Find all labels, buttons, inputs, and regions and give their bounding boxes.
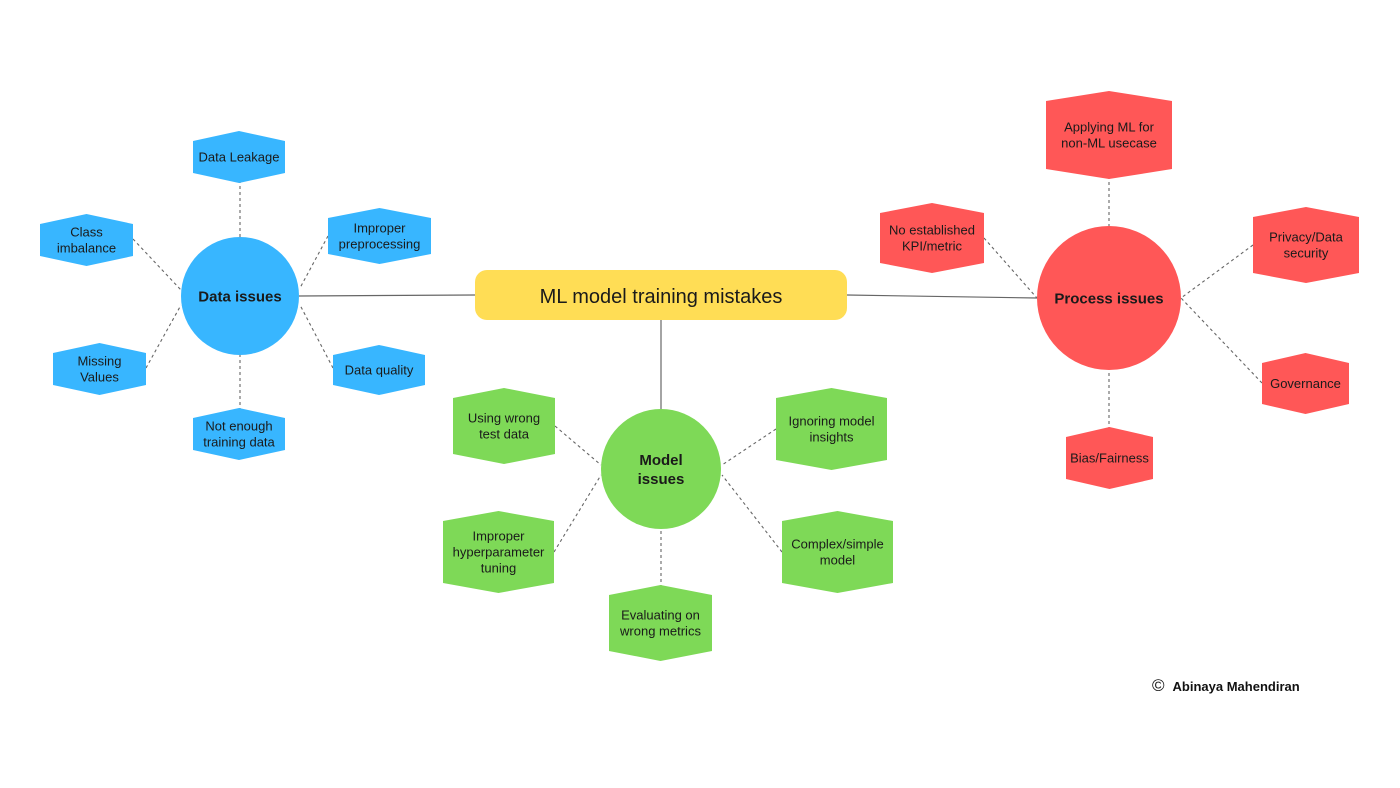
title-to-process-issues-line <box>846 294 1038 299</box>
improper-preprocessing-connector <box>299 235 329 289</box>
data-issues-hub <box>181 237 299 355</box>
bias-fairness-label: Bias/Fairness <box>1070 451 1149 466</box>
data-leakage-label: Data Leakage <box>199 150 280 165</box>
data-quality-label: Data quality <box>345 363 414 378</box>
governance-node <box>1262 353 1349 414</box>
ignoring-model-insights-node <box>776 388 887 470</box>
governance-label: Governance <box>1270 376 1341 391</box>
model-issues-hub <box>601 409 721 529</box>
author-name: Abinaya Mahendiran <box>1172 678 1300 694</box>
complex-simple-model-connector <box>721 474 783 553</box>
process-issues-hub <box>1037 226 1181 370</box>
data-quality-node <box>333 345 425 395</box>
privacy-data-security-connector <box>1180 244 1254 299</box>
evaluating-on-wrong-metrics-node <box>609 585 712 661</box>
not-enough-training-data-node <box>193 408 285 460</box>
improper-preprocessing-node <box>328 208 431 264</box>
class-imbalance-node <box>40 214 133 266</box>
governance-connector <box>1180 297 1263 384</box>
missing-values-node <box>53 343 146 395</box>
title-to-data-issues-line <box>298 294 476 297</box>
bias-fairness-node <box>1066 427 1153 489</box>
title-box <box>475 270 847 320</box>
improper-hyperparameter-tuning-connector <box>553 474 602 553</box>
diagram-title: ML model training mistakes <box>540 286 783 308</box>
complex-simple-model-node <box>782 511 893 593</box>
copyright-icon: © <box>1152 676 1165 695</box>
data-leakage-node <box>193 131 285 183</box>
author-credit: © Abinaya Mahendiran <box>1152 676 1300 696</box>
missing-values-connector <box>145 304 182 369</box>
no-established-kpi-metric-connector <box>983 237 1038 299</box>
data-issues-hub-label: Data issues <box>198 288 281 305</box>
process-issues-hub-label: Process issues <box>1054 290 1163 307</box>
applying-ml-for-non-ml-usecase-node <box>1046 91 1172 179</box>
no-established-kpi-metric-node <box>880 203 984 273</box>
diagram-nodes: ML model training mistakes Data LeakageIm… <box>40 91 1359 661</box>
data-quality-connector <box>299 304 334 369</box>
connector-lines <box>132 176 1263 588</box>
ignoring-model-insights-connector <box>721 428 777 466</box>
using-wrong-test-data-connector <box>554 425 602 466</box>
using-wrong-test-data-node <box>453 388 555 464</box>
class-imbalance-connector <box>132 238 182 291</box>
improper-hyperparameter-tuning-node <box>443 511 554 593</box>
privacy-data-security-node <box>1253 207 1359 283</box>
